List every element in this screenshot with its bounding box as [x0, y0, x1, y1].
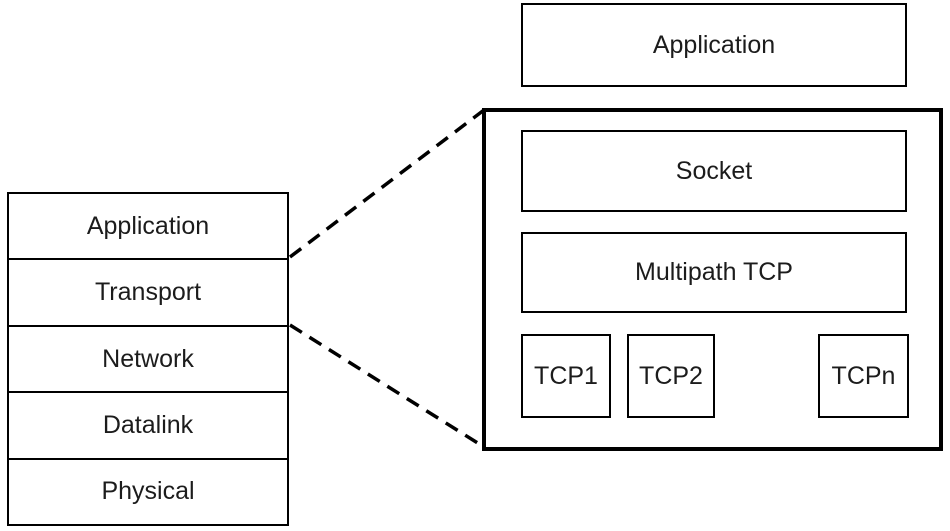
zoom-connector-bottom-line — [289, 323, 485, 449]
protocol-stack: Application Transport Network Datalink P… — [7, 192, 289, 527]
osi-layer-physical: Physical — [7, 457, 289, 527]
osi-layer-transport: Transport — [7, 258, 289, 327]
zoom-connector-top-line — [288, 108, 486, 259]
tcp2-box: TCP2 — [627, 334, 715, 418]
application-box: Application — [521, 3, 907, 87]
osi-layer-datalink: Datalink — [7, 391, 289, 460]
tcpn-box: TCPn — [818, 334, 909, 418]
multipath-tcp-box: Multipath TCP — [521, 232, 907, 313]
socket-box: Socket — [521, 130, 907, 212]
osi-layer-network: Network — [7, 324, 289, 394]
osi-layer-application: Application — [7, 192, 289, 261]
tcp1-box: TCP1 — [521, 334, 611, 418]
